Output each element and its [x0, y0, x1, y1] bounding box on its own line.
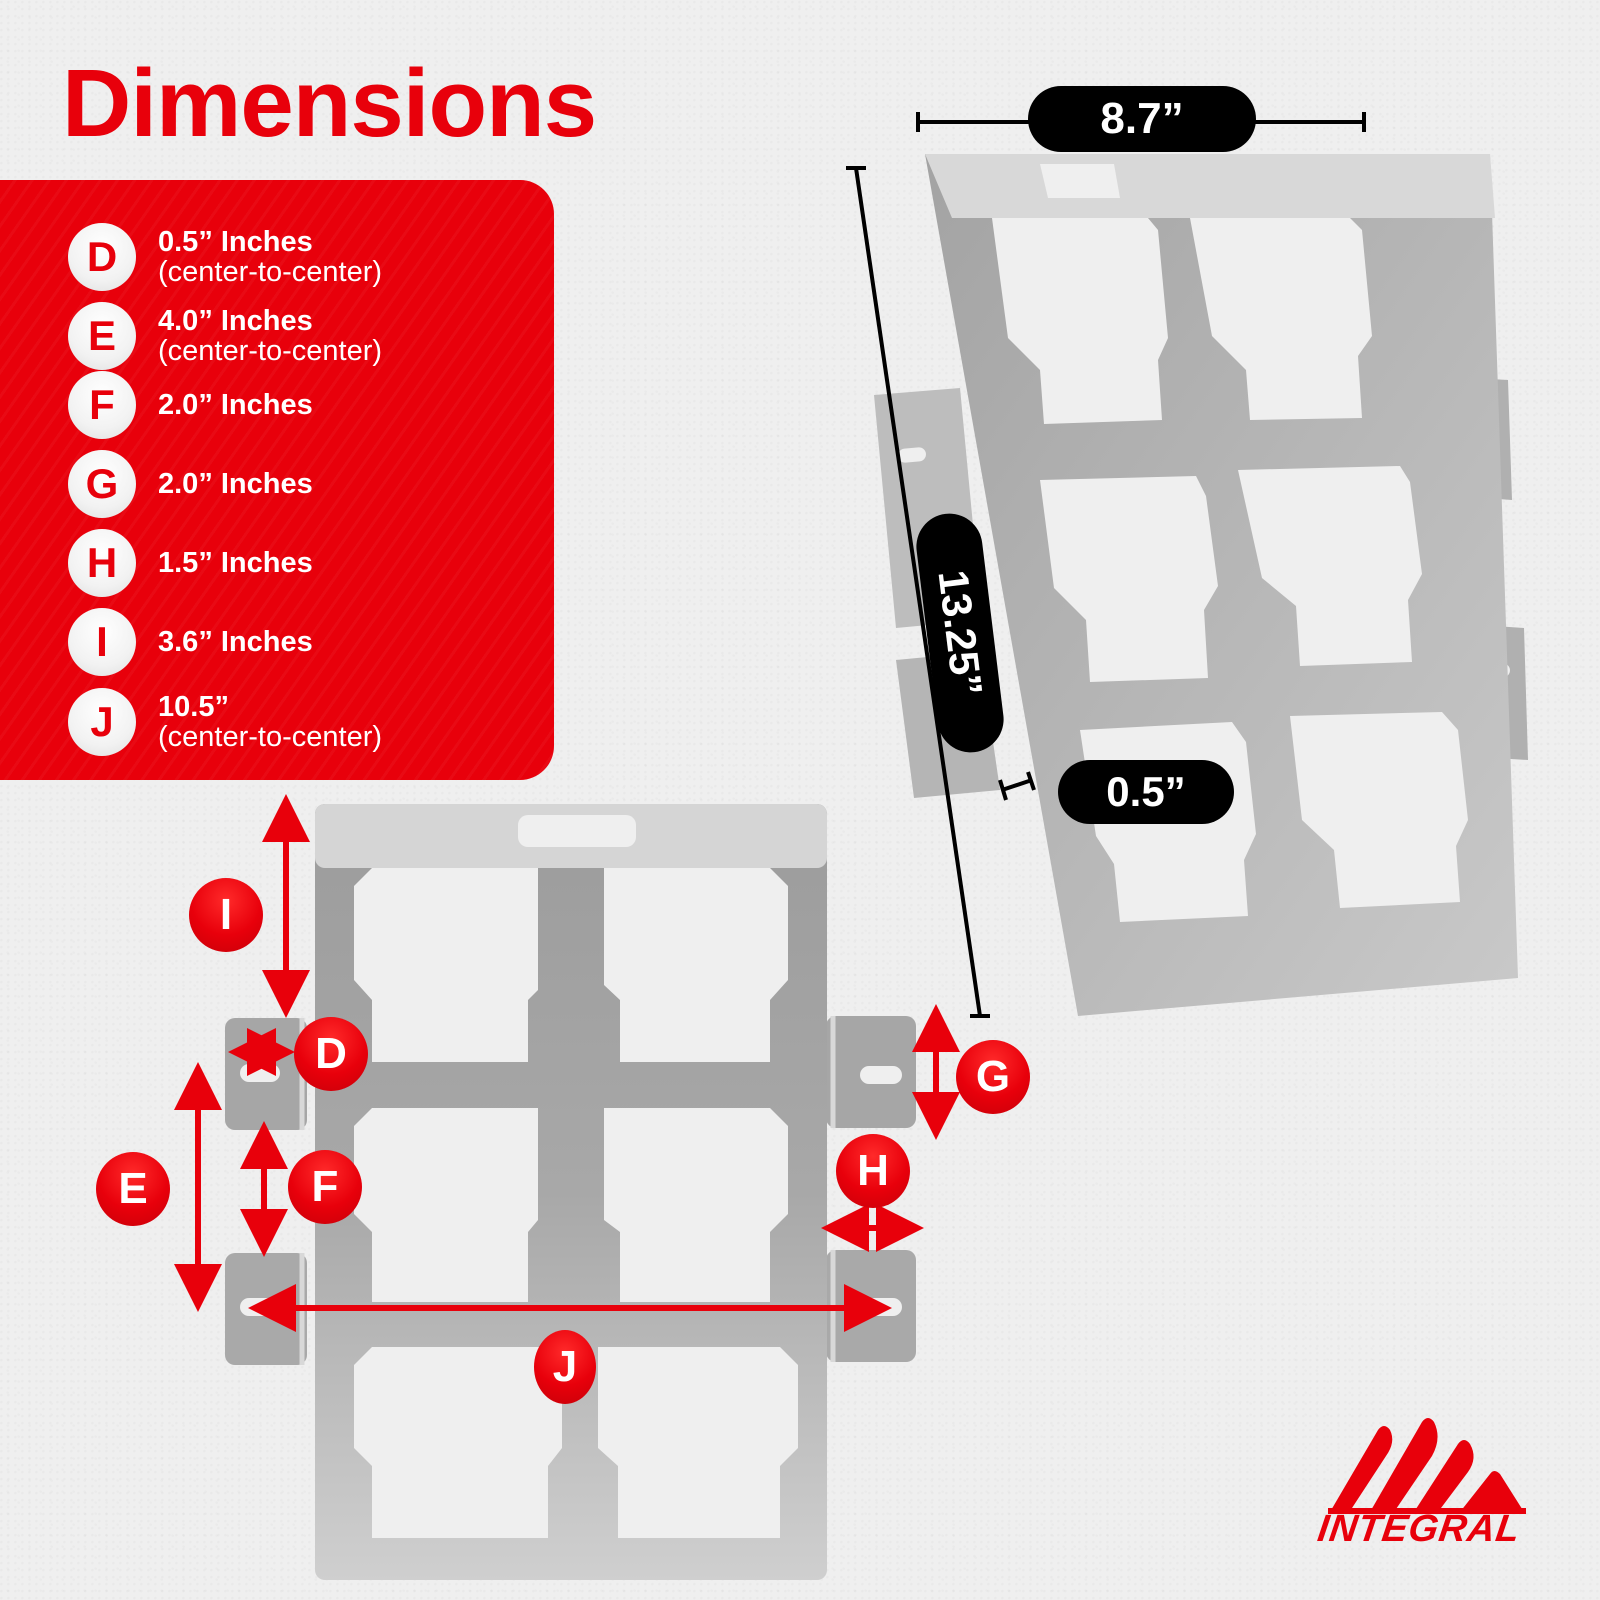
legend-badge-g: G: [68, 450, 136, 518]
legend-note-j: (center-to-center): [158, 721, 383, 753]
badge-i: I: [189, 878, 263, 952]
legend-badge-f: F: [68, 371, 136, 439]
legend-badge-h: H: [68, 529, 136, 597]
legend-item-j: J 10.5” (center-to-center): [68, 688, 382, 756]
legend-value-j: 10.5”: [158, 690, 229, 723]
legend-value-h: 1.5” Inches: [158, 546, 313, 579]
legend-item-d: D 0.5” Inches (center-to-center): [68, 223, 382, 291]
legend-badge-i: I: [68, 608, 136, 676]
legend-note-e: (center-to-center): [158, 335, 383, 367]
legend-value-i: 3.6” Inches: [158, 625, 313, 658]
legend-badge-d: D: [68, 223, 136, 291]
legend-item-h: H 1.5” Inches: [68, 529, 313, 597]
legend-note-d: (center-to-center): [158, 256, 383, 288]
legend-value-g: 2.0” Inches: [158, 467, 313, 500]
legend-panel: D 0.5” Inches (center-to-center) E 4.0” …: [0, 180, 554, 780]
thickness-pill: 0.5”: [1058, 760, 1234, 824]
legend-item-f: F 2.0” Inches: [68, 371, 313, 439]
badge-j: J: [534, 1330, 596, 1404]
legend-value-e: 4.0” Inches: [158, 304, 313, 337]
page-title: Dimensions: [62, 50, 597, 157]
integral-logo-icon: [1328, 1418, 1526, 1514]
legend-badge-e: E: [68, 302, 136, 370]
width-pill: 8.7”: [1028, 86, 1256, 152]
badge-h: H: [836, 1134, 910, 1208]
front-view-plate: [225, 804, 916, 1580]
legend-value-d: 0.5” Inches: [158, 225, 313, 258]
legend-item-e: E 4.0” Inches (center-to-center): [68, 302, 382, 370]
legend-value-f: 2.0” Inches: [158, 388, 313, 421]
badge-f: F: [288, 1150, 362, 1224]
legend-badge-j: J: [68, 688, 136, 756]
legend-item-g: G 2.0” Inches: [68, 450, 313, 518]
badge-e: E: [96, 1152, 170, 1226]
badge-g: G: [956, 1040, 1030, 1114]
brand-name: INTEGRAL: [1315, 1508, 1524, 1550]
badge-d: D: [294, 1017, 368, 1091]
legend-item-i: I 3.6” Inches: [68, 608, 313, 676]
front-view-dimension-arrows: [174, 794, 960, 1332]
